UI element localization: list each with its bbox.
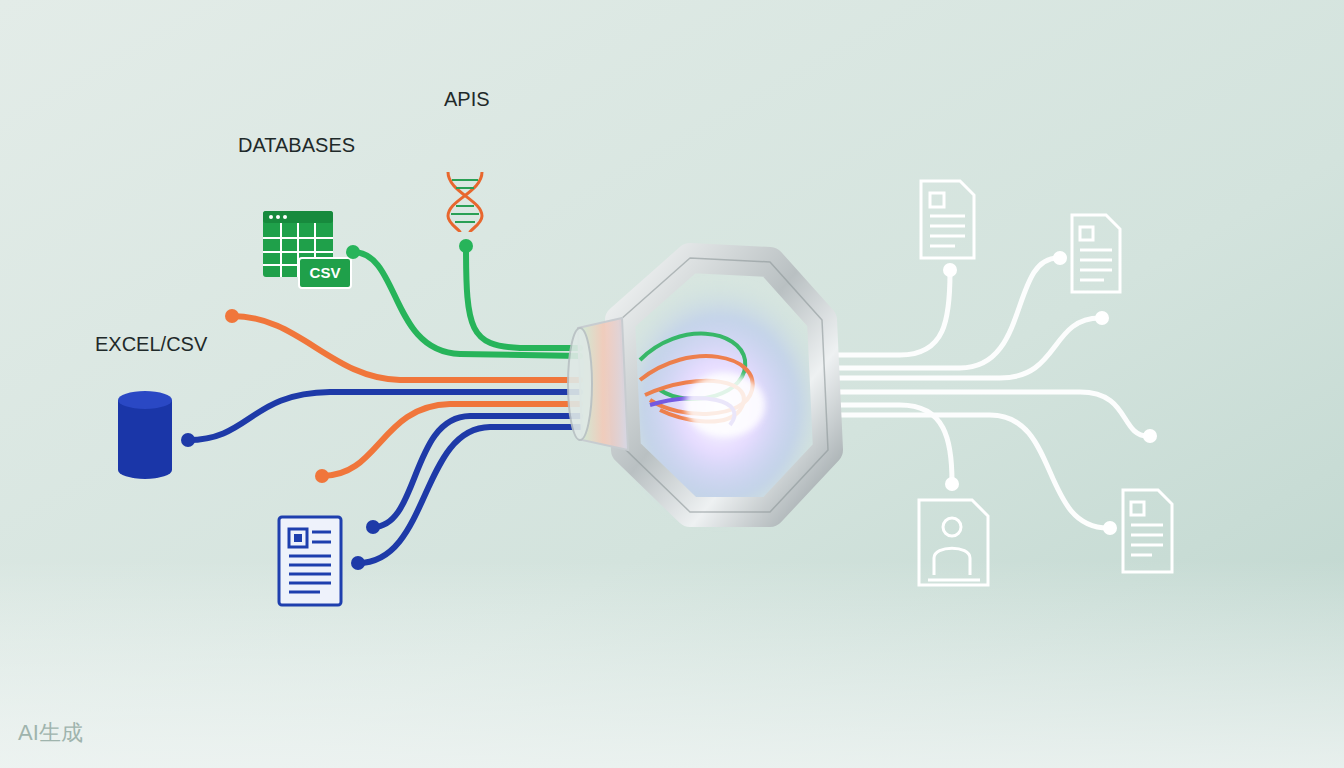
source-label: APIS <box>444 88 490 111</box>
wire-ends <box>181 239 473 570</box>
source-label: EXCEL/CSV <box>95 333 207 356</box>
database-icon <box>118 391 172 479</box>
icon-badge-text: CSV <box>310 264 341 281</box>
output-wire-ends <box>943 251 1157 535</box>
source-label: DATABASES <box>238 134 355 157</box>
watermark: AI生成 <box>18 720 83 745</box>
output-wires <box>820 258 1148 528</box>
hub-device <box>568 258 830 525</box>
document-icon <box>279 517 341 605</box>
floor <box>0 560 1344 768</box>
spreadsheet-icon <box>263 211 351 288</box>
input-wires <box>188 246 580 563</box>
dna-icon <box>448 172 482 232</box>
output-documents <box>919 181 1172 585</box>
